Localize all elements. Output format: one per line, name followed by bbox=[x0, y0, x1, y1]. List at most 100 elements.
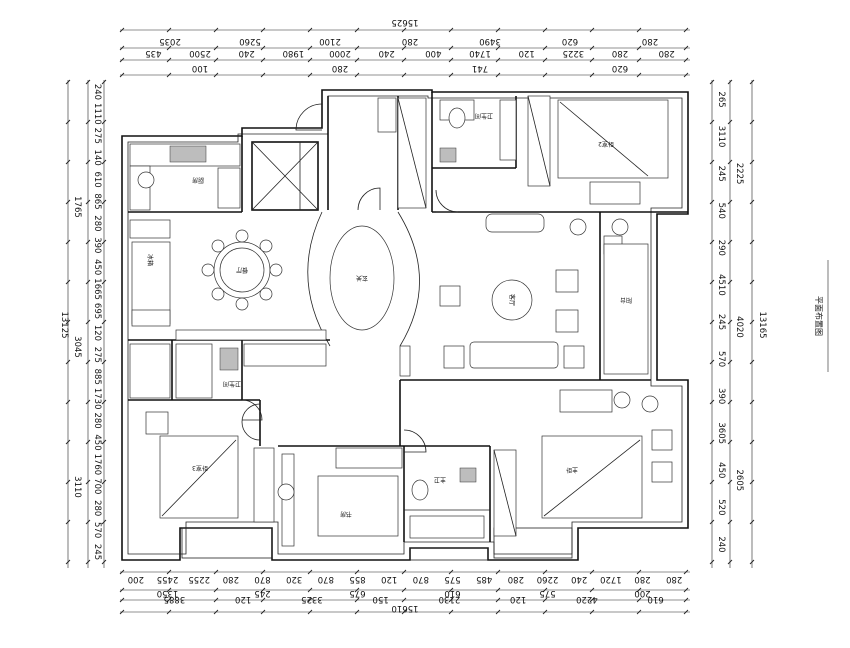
right-inner-label: 4510 bbox=[716, 274, 726, 296]
room-label-master-bath: 主卫 bbox=[434, 476, 446, 484]
top-total-dimension: 15625 bbox=[391, 17, 418, 27]
top-row2-label: 240 bbox=[239, 48, 255, 58]
bottom-total-dimension: 15610 bbox=[391, 603, 418, 613]
bottom-row2-label: 245 bbox=[254, 588, 270, 598]
left-inner-label: 280 bbox=[92, 500, 102, 516]
left-inner-label: 140 bbox=[92, 150, 102, 166]
room-label-bath-left: 卫生间 bbox=[223, 380, 241, 388]
room-label-bedroom-2: 卧室2 bbox=[598, 140, 614, 148]
bottom-row1-label: 280 bbox=[634, 574, 650, 584]
foyer-oval bbox=[329, 225, 395, 331]
right-inner-label: 390 bbox=[716, 388, 726, 404]
top-row1-label: 2035 bbox=[159, 36, 181, 46]
top-row2-label: 240 bbox=[379, 48, 395, 58]
bottom-row1-label: 200 bbox=[128, 574, 144, 584]
study-bed bbox=[317, 475, 399, 537]
bottom-row3-label: 3325 bbox=[301, 594, 323, 604]
left-outer-label: 1765 bbox=[72, 196, 82, 218]
bottom-row2-label: 1350 bbox=[157, 588, 179, 598]
top-row3-label: 741 bbox=[472, 63, 488, 73]
bottom-row1-label: 855 bbox=[349, 574, 365, 584]
left-inner-label: 1110 bbox=[92, 103, 102, 125]
left-inner-label: 700 bbox=[92, 478, 102, 494]
bottom-row1-label: 870 bbox=[254, 574, 270, 584]
right-inner-label: 450 bbox=[716, 462, 726, 478]
room-label-master-bedroom: 主卧 bbox=[566, 466, 578, 474]
left-inner-label: 280 bbox=[92, 412, 102, 428]
top-row2-label: 120 bbox=[519, 48, 535, 58]
left-inner-label: 570 bbox=[92, 522, 102, 538]
left-inner-label: 275 bbox=[92, 128, 102, 144]
left-dimension-labels: 1765304531102401110275140610865280390450… bbox=[59, 84, 102, 560]
bottom-row3-label: 2130 bbox=[439, 594, 461, 604]
top-row2-label: 400 bbox=[425, 48, 441, 58]
top-row2-label: 2000 bbox=[329, 48, 351, 58]
right-outer-label: 4020 bbox=[734, 316, 744, 338]
room-label-bath-top: 卫生间 bbox=[475, 112, 493, 120]
bottom-row1-label: 1720 bbox=[600, 574, 622, 584]
left-inner-label: 280 bbox=[92, 215, 102, 231]
bottom-row1-label: 2455 bbox=[157, 574, 179, 584]
dimension-lines bbox=[65, 27, 755, 615]
bottom-row3-label: 610 bbox=[648, 594, 664, 604]
sofa bbox=[469, 341, 559, 369]
bottom-row2-label: 575 bbox=[539, 588, 555, 598]
bottom-row1-label: 280 bbox=[508, 574, 524, 584]
top-row1-label: 280 bbox=[402, 36, 418, 46]
left-outer-label: 3045 bbox=[72, 336, 82, 358]
bottom-row1-label: 240 bbox=[571, 574, 587, 584]
right-inner-label: 240 bbox=[716, 536, 726, 552]
left-inner-label: 120 bbox=[92, 325, 102, 341]
bottom-row3-label: 3885 bbox=[164, 594, 186, 604]
bottom-row1-label: 2260 bbox=[537, 574, 559, 584]
top-row1-label: 2100 bbox=[319, 36, 341, 46]
left-inner-label: 240 bbox=[92, 84, 102, 100]
top-row2-label: 2500 bbox=[189, 48, 211, 58]
bed-2 bbox=[557, 99, 669, 179]
right-inner-label: 570 bbox=[716, 351, 726, 367]
right-inner-label: 290 bbox=[716, 240, 726, 256]
right-inner-label: 265 bbox=[716, 91, 726, 107]
room-label-living: 客厅 bbox=[508, 294, 516, 306]
right-inner-label: 520 bbox=[716, 499, 726, 515]
bottom-row2-label: 610 bbox=[444, 588, 460, 598]
room-label-study: 书房 bbox=[340, 510, 352, 518]
coffee-table bbox=[491, 279, 533, 321]
top-row1-label: 3490 bbox=[479, 36, 501, 46]
bottom-row2-label: 675 bbox=[349, 588, 365, 598]
bottom-row1-label: 120 bbox=[381, 574, 397, 584]
bottom-row1-label: 485 bbox=[476, 574, 492, 584]
room-label-kitchen: 厨房 bbox=[192, 176, 204, 184]
title-block: 平面布置图 bbox=[814, 260, 829, 372]
walls bbox=[121, 89, 689, 561]
bottom-row1-label: 575 bbox=[444, 574, 460, 584]
left-inner-label: 1760 bbox=[92, 454, 102, 476]
room-label-fridge: 冰箱 bbox=[146, 254, 154, 266]
fridge bbox=[129, 219, 171, 239]
right-inner-label: 245 bbox=[716, 314, 726, 330]
plan-title: 平面布置图 bbox=[814, 296, 824, 336]
room-label-dining: 餐厅 bbox=[236, 266, 248, 274]
right-outer-label: 2225 bbox=[734, 163, 744, 185]
bottom-row1-label: 870 bbox=[318, 574, 334, 584]
bottom-row1-label: 320 bbox=[286, 574, 302, 584]
top-row2-label: 280 bbox=[659, 48, 675, 58]
right-total-dimension: 13165 bbox=[757, 311, 767, 338]
top-row2-label: 280 bbox=[612, 48, 628, 58]
top-row2-label: 435 bbox=[145, 48, 161, 58]
left-inner-label: 695 bbox=[92, 303, 102, 319]
top-row2-label: 1740 bbox=[469, 48, 491, 58]
bottom-row3-label: 120 bbox=[510, 594, 526, 604]
top-row1-label: 5260 bbox=[239, 36, 261, 46]
right-inner-label: 3605 bbox=[716, 422, 726, 444]
top-dimension-labels: 15625 2035 5260 2100 280 3490 620 280 435 2500 24… bbox=[145, 17, 675, 73]
top-row3-label: 620 bbox=[612, 63, 628, 73]
room-label-balcony: 阳台 bbox=[620, 296, 632, 304]
bottom-row1-label: 2255 bbox=[188, 574, 210, 584]
left-inner-label: 865 bbox=[92, 193, 102, 209]
right-inner-label: 3110 bbox=[716, 126, 726, 148]
right-dimension-labels: 2225402026052653110245540290451024557039… bbox=[716, 91, 767, 552]
right-outer-label: 2605 bbox=[734, 470, 744, 492]
